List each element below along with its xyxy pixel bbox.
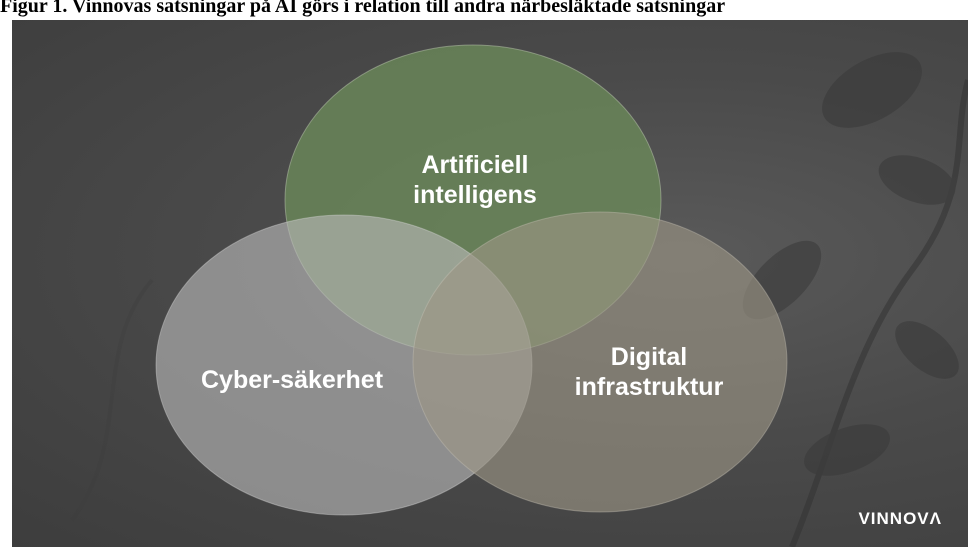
venn-label-infra: Digital infrastruktur (574, 343, 724, 401)
venn-diagram (70, 44, 968, 547)
venn-label-cyber: Cyber-säkerhet (200, 366, 384, 394)
venn-label-ai: Artificiell intelligens (413, 151, 537, 209)
vinnova-logo: VINNOVΛ (858, 509, 942, 528)
figure-caption: Figur 1. Vinnovas satsningar på AI görs … (0, 0, 726, 17)
slide: Artificiell intelligens Cyber-säkerhet D… (12, 20, 968, 547)
venn-circle-infra (412, 211, 788, 513)
